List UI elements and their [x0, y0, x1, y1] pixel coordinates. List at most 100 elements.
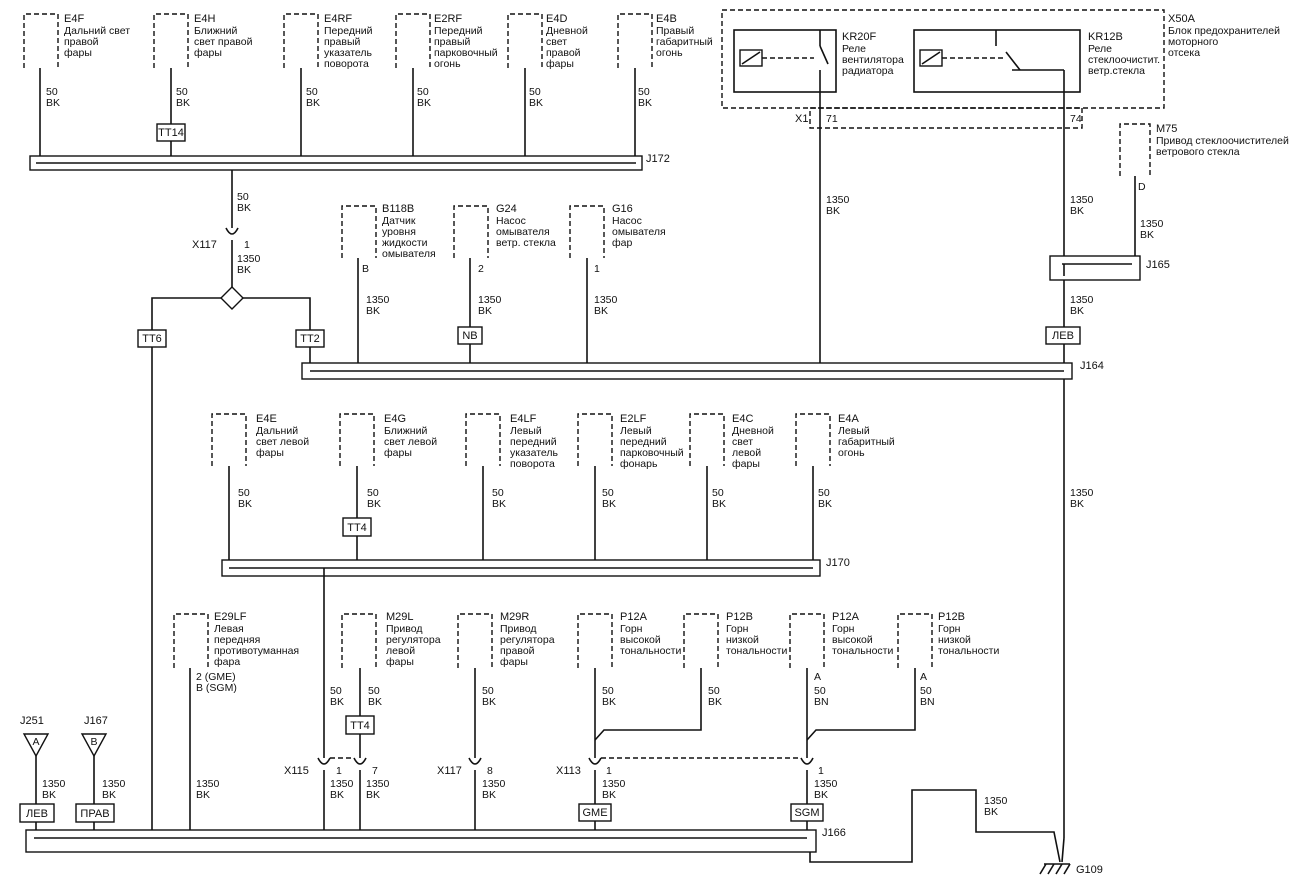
connector-x113: X113 1 1 1350 BK 1350 BK	[556, 757, 838, 801]
svg-text:50: 50	[482, 685, 494, 697]
svg-text:KR20F: KR20F	[842, 31, 877, 43]
svg-text:50: 50	[330, 685, 342, 697]
svg-text:50: 50	[814, 685, 826, 697]
svg-text:Левый: Левый	[838, 425, 870, 437]
motor-m75: M75 Привод стеклоочистителей ветрового с…	[1119, 123, 1289, 193]
load-e4lf: E4LF Левый передний указатель поворота 5…	[465, 413, 559, 510]
svg-text:фары: фары	[386, 656, 414, 668]
svg-text:тональности: тональности	[726, 645, 787, 657]
svg-text:фары: фары	[256, 447, 284, 459]
svg-text:фары: фары	[732, 458, 760, 470]
svg-text:BK: BK	[196, 789, 210, 801]
svg-text:ветр.стекла: ветр.стекла	[1088, 65, 1145, 77]
svg-text:TT2: TT2	[300, 333, 320, 345]
load-g16: G16 Насос омывателя фар 1 1350 BK	[569, 203, 666, 317]
load-code: E4F	[64, 13, 84, 25]
load-e4c: E4C Дневной свет левой фары 50 BK	[689, 413, 774, 510]
svg-text:BK: BK	[1070, 205, 1084, 217]
svg-text:NB: NB	[462, 330, 477, 342]
svg-text:BK: BK	[638, 97, 652, 109]
svg-text:парковочный: парковочный	[620, 447, 684, 459]
svg-text:Горн: Горн	[620, 623, 643, 635]
svg-text:P12B: P12B	[938, 611, 965, 623]
svg-text:50: 50	[602, 487, 614, 499]
svg-text:огонь: огонь	[434, 58, 461, 70]
svg-text:50: 50	[417, 86, 429, 98]
svg-text:X113: X113	[556, 765, 581, 777]
svg-text:передняя: передняя	[214, 634, 260, 646]
svg-text:BN: BN	[920, 696, 935, 708]
svg-text:GME: GME	[582, 807, 607, 819]
svg-text:Реле: Реле	[842, 43, 866, 55]
svg-text:BK: BK	[482, 789, 496, 801]
svg-text:E2LF: E2LF	[620, 413, 647, 425]
svg-text:50: 50	[529, 86, 541, 98]
svg-text:B (SGM): B (SGM)	[196, 682, 237, 694]
svg-text:BK: BK	[238, 498, 252, 510]
svg-text:1: 1	[244, 239, 250, 251]
load-p12b-gme: P12B Горн низкой тональности 50 BK	[683, 611, 787, 708]
svg-text:BK: BK	[42, 789, 56, 801]
svg-text:BK: BK	[366, 789, 380, 801]
svg-text:B: B	[362, 263, 369, 275]
svg-text:BK: BK	[368, 696, 382, 708]
svg-text:Передний: Передний	[324, 25, 373, 37]
svg-text:E29LF: E29LF	[214, 611, 247, 623]
svg-text:BN: BN	[814, 696, 829, 708]
svg-text:P12A: P12A	[832, 611, 860, 623]
svg-text:Левый: Левый	[510, 425, 542, 437]
svg-text:указатель: указатель	[324, 47, 373, 59]
svg-text:B118B: B118B	[382, 203, 414, 215]
svg-text:вентилятора: вентилятора	[842, 54, 904, 66]
tag-gme: GME	[578, 803, 612, 822]
svg-text:50: 50	[367, 487, 379, 499]
svg-text:свет левой: свет левой	[256, 436, 309, 448]
svg-text:50: 50	[238, 487, 250, 499]
svg-text:BK: BK	[602, 498, 616, 510]
svg-text:M29L: M29L	[386, 611, 414, 623]
svg-text:2 (GME): 2 (GME)	[196, 671, 236, 683]
svg-text:E2RF: E2RF	[434, 13, 462, 25]
load-e2rf: E2RF Передний правый парковочный огонь 5…	[395, 13, 498, 109]
svg-text:фары: фары	[546, 58, 574, 70]
svg-text:BK: BK	[176, 97, 190, 109]
svg-text:BK: BK	[237, 264, 251, 276]
svg-text:1350: 1350	[478, 294, 502, 306]
svg-text:стеклоочистит.: стеклоочистит.	[1088, 54, 1160, 66]
svg-text:1: 1	[336, 765, 342, 777]
svg-text:1350: 1350	[814, 778, 838, 790]
svg-text:Привод: Привод	[500, 623, 536, 635]
svg-text:B: B	[90, 736, 97, 748]
svg-text:Передний: Передний	[434, 25, 483, 37]
svg-text:правой: правой	[546, 47, 581, 59]
load-e4d: E4D Дневной свет правой фары 50 BK	[507, 13, 588, 109]
load-p12a-sgm: P12A Горн высокой тональности A 50 BN	[789, 611, 893, 708]
svg-text:габаритный: габаритный	[838, 436, 895, 448]
svg-text:BK: BK	[712, 498, 726, 510]
svg-text:Горн: Горн	[832, 623, 855, 635]
svg-text:фары: фары	[384, 447, 412, 459]
splice-j167: J167 B 1350 BK	[80, 715, 126, 801]
load-b118b: B118B Датчик уровня жидкости омывателя B…	[341, 203, 436, 317]
svg-text:50: 50	[712, 487, 724, 499]
svg-text:50: 50	[920, 685, 932, 697]
svg-text:омывателя: омывателя	[496, 226, 550, 238]
svg-text:огонь: огонь	[838, 447, 865, 459]
load-e4e: E4E Дальний свет левой фары 50 BK	[211, 413, 309, 510]
svg-text:фар: фар	[612, 237, 632, 249]
svg-text:1350: 1350	[196, 778, 220, 790]
svg-text:BK: BK	[330, 696, 344, 708]
splice-j172: J172	[29, 153, 670, 171]
svg-text:тональности: тональности	[832, 645, 893, 657]
svg-text:1350: 1350	[482, 778, 506, 790]
svg-text:левой: левой	[386, 645, 415, 657]
svg-text:тональности: тональности	[620, 645, 681, 657]
svg-text:фары: фары	[194, 47, 222, 59]
svg-text:E4RF: E4RF	[324, 13, 352, 25]
svg-text:высокой: высокой	[620, 634, 661, 646]
svg-text:J166: J166	[822, 827, 846, 839]
svg-text:1350: 1350	[42, 778, 66, 790]
svg-text:BK: BK	[826, 205, 840, 217]
svg-text:1350: 1350	[602, 778, 626, 790]
splice-j251: J251 A 1350 BK	[20, 715, 66, 801]
